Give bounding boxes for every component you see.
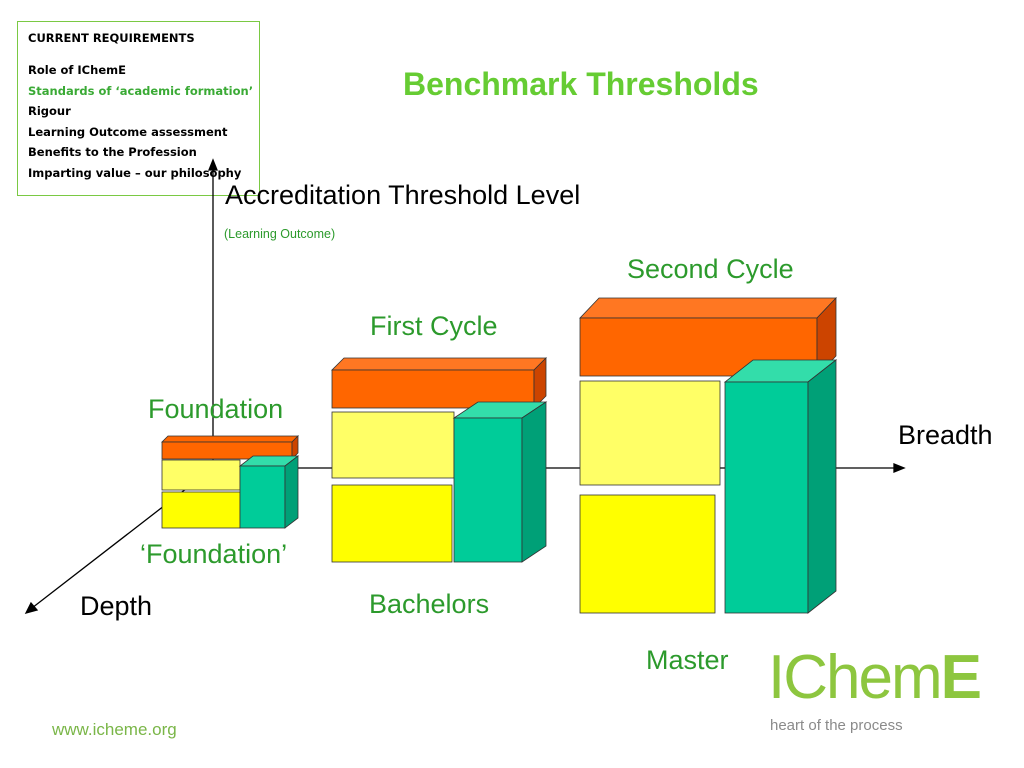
vertical-axis-arrow bbox=[208, 158, 218, 171]
requirement-item-active: Standards of ‘academic formation’ bbox=[28, 83, 254, 98]
requirement-item: Imparting value – our philosophy bbox=[28, 165, 242, 180]
foundation-orange-layer bbox=[161, 435, 299, 443]
requirement-item: Role of IChemE bbox=[28, 63, 126, 77]
logo-wordmark: IChemE bbox=[768, 643, 982, 712]
requirement-item: Benefits to the Profession bbox=[28, 145, 197, 159]
foundation-teal-column bbox=[239, 465, 286, 529]
second-cycle-orange-side bbox=[816, 296, 837, 378]
requirements-panel: CURRENT REQUIREMENTS Role of IChemE Stan… bbox=[17, 21, 260, 196]
bachelors-label: Bachelors bbox=[369, 589, 490, 619]
first-cycle-block bbox=[331, 357, 548, 563]
footer-url[interactable]: www.icheme.org bbox=[52, 720, 177, 739]
first-cycle-label: First Cycle bbox=[370, 311, 498, 341]
second-cycle-teal-side bbox=[807, 359, 837, 614]
foundation-top-label: Foundation bbox=[148, 394, 284, 424]
first-cycle-orange-side bbox=[533, 357, 547, 409]
foundation-orange-layer-side bbox=[291, 435, 299, 460]
depth-axis-arrow bbox=[24, 601, 39, 615]
requirements-heading: CURRENT REQUIREMENTS bbox=[28, 31, 195, 45]
requirement-item: Rigour bbox=[28, 104, 71, 118]
foundation-yellow-upper bbox=[161, 459, 241, 491]
master-label: Master bbox=[646, 645, 729, 675]
first-cycle-teal-column bbox=[453, 417, 523, 563]
depth-axis-label: Depth bbox=[80, 591, 153, 621]
foundation-block bbox=[161, 435, 300, 529]
second-cycle-teal-column bbox=[724, 381, 809, 614]
first-cycle-teal-side bbox=[521, 401, 547, 563]
horizontal-axis-arrow bbox=[893, 463, 906, 473]
vertical-axis-sublabel: (Learning Outcome) bbox=[224, 227, 336, 241]
page-title: Benchmark Thresholds bbox=[403, 66, 759, 102]
second-cycle-yellow-lower bbox=[579, 494, 716, 614]
icheme-logo: IChemE heart of the process bbox=[768, 643, 982, 745]
logo-word-main: IChem bbox=[768, 643, 943, 712]
logo-word-end: E bbox=[940, 643, 982, 712]
foundation-teal-side bbox=[284, 455, 299, 529]
first-cycle-orange-top bbox=[331, 357, 547, 371]
logo-tagline: heart of the process bbox=[770, 717, 903, 734]
foundation-yellow-lower bbox=[161, 491, 241, 529]
vertical-axis-label: Accreditation Threshold Level bbox=[225, 180, 581, 210]
horizontal-axis-label: Breadth bbox=[898, 420, 993, 450]
first-cycle-yellow-lower bbox=[331, 484, 453, 563]
requirement-item: Learning Outcome assessment bbox=[28, 124, 228, 139]
second-cycle-orange-top bbox=[579, 297, 837, 319]
first-cycle-yellow-upper bbox=[331, 411, 455, 479]
second-cycle-yellow-upper bbox=[579, 380, 721, 486]
depth-axis bbox=[31, 467, 214, 609]
second-cycle-label: Second Cycle bbox=[627, 254, 794, 284]
second-cycle-block bbox=[579, 296, 838, 614]
foundation-bottom-label: ‘Foundation’ bbox=[140, 539, 288, 569]
